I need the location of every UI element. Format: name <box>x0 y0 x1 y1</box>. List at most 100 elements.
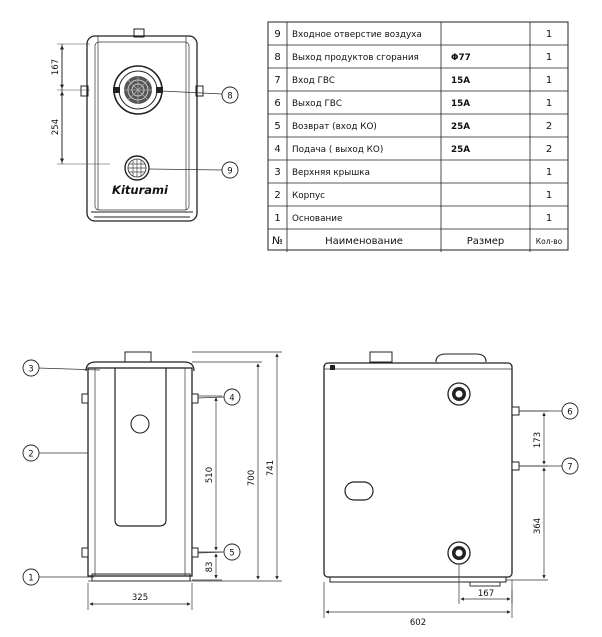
side-view-dimension-lines <box>323 410 548 618</box>
table-header-qty: Кол-во <box>536 237 563 246</box>
dim-364: 364 <box>533 518 543 534</box>
table-cell-num: 8 <box>274 52 280 63</box>
table-header-name: Наименование <box>325 236 403 247</box>
callout-1-circle <box>22 568 40 586</box>
leader-8 <box>161 90 223 95</box>
top-view-inner-panel <box>94 41 190 211</box>
side-view-handle-slot <box>344 481 374 501</box>
front-view-body <box>87 367 193 577</box>
table-cell-qty: 1 <box>546 52 552 63</box>
table-cell-qty: 1 <box>546 29 552 40</box>
top-view-side-lines <box>97 36 187 210</box>
top-view: Kiturami 167 254 8 9 <box>51 28 239 222</box>
dim-167-side: 167 <box>478 589 494 599</box>
brand-logo: Kiturami <box>112 183 169 197</box>
top-view-dimension-lines <box>57 43 110 165</box>
callout-6-label: 6 <box>567 408 572 418</box>
front-view: 3 2 1 4 5 325 510 83 700 741 <box>22 351 282 610</box>
table-cell-qty: 1 <box>546 75 552 86</box>
table-cell-name: Верхняя крышка <box>292 168 370 178</box>
leader-4 <box>197 396 225 399</box>
top-view-body-outline <box>86 35 198 222</box>
leader-3 <box>37 367 101 371</box>
side-view: 6 7 602 167 173 364 <box>323 351 579 628</box>
front-pipe-right-lower <box>191 547 199 558</box>
spec-table: 9 Входное отверстие воздуха 1 8 Выход продук… <box>267 21 569 252</box>
table-cell-size: 15A <box>451 76 470 86</box>
table-cell-qty: 2 <box>546 144 552 155</box>
leader-9 <box>148 168 223 171</box>
table-cell-name: Выход ГВС <box>292 99 342 109</box>
table-header-size: Размер <box>467 236 505 247</box>
table-cell-size: Φ77 <box>451 53 471 63</box>
table-cell-name: Выход продуктов сгорания <box>292 53 419 63</box>
table-cell-name: Подача ( выход КО) <box>292 145 383 155</box>
table-cell-name: Входное отверстие воздуха <box>292 30 422 40</box>
side-view-foot <box>469 581 501 587</box>
table-cell-name: Основание <box>292 214 342 224</box>
callout-7-label: 7 <box>567 463 572 473</box>
table-cell-num: 9 <box>274 29 280 40</box>
callout-2-circle <box>22 444 40 462</box>
top-view-stub <box>133 28 145 38</box>
callout-5-label: 5 <box>229 549 234 559</box>
callout-3-circle <box>22 359 40 377</box>
front-view-base <box>91 573 191 582</box>
top-view-pipe-right <box>195 85 204 97</box>
table-cell-name: Корпус <box>292 191 325 201</box>
dim-510: 510 <box>205 467 215 483</box>
front-view-dimension-lines <box>87 351 282 610</box>
dim-325: 325 <box>132 593 148 603</box>
table-cell-name: Возврат (вход КО) <box>292 122 377 132</box>
table-header-num: № <box>272 235 283 247</box>
front-view-top-cover <box>85 361 195 372</box>
side-view-air-cap <box>435 353 487 363</box>
front-view-edge-lines <box>94 368 186 576</box>
callout-9-label: 9 <box>227 167 232 177</box>
top-view-pipe-left <box>80 85 89 97</box>
side-pipe-dhw-out <box>511 406 520 416</box>
table-cell-qty: 1 <box>546 98 552 109</box>
callout-9-circle <box>221 161 239 179</box>
table-cell-num: 6 <box>274 98 280 109</box>
front-pipe-left-upper <box>81 393 89 404</box>
callout-3-label: 3 <box>28 365 33 375</box>
side-view-body <box>323 362 513 578</box>
callout-7-circle <box>561 457 579 475</box>
table-cell-size: 25A <box>451 145 470 155</box>
front-pipe-right-upper <box>191 393 199 404</box>
dim-173: 173 <box>533 432 543 448</box>
table-cell-num: 4 <box>274 144 280 155</box>
callout-1-label: 1 <box>28 574 33 584</box>
dim-254-top: 254 <box>51 119 61 135</box>
callout-2-label: 2 <box>28 450 33 460</box>
flue-outlet-icon <box>113 65 163 115</box>
dim-741: 741 <box>266 460 276 476</box>
side-lower-fitting-icon <box>447 541 471 565</box>
side-view-flue-stub <box>369 351 393 363</box>
table-cell-num: 5 <box>274 121 280 132</box>
dim-167-top: 167 <box>51 59 61 75</box>
callout-4-label: 4 <box>229 394 234 404</box>
callout-5-circle <box>223 543 241 561</box>
table-cell-qty: 1 <box>546 167 552 178</box>
front-view-panel <box>114 368 167 527</box>
side-view-base <box>329 576 507 583</box>
air-inlet-icon <box>124 155 150 181</box>
dim-602: 602 <box>410 618 426 628</box>
side-upper-fitting-icon <box>447 382 471 406</box>
dim-83: 83 <box>205 562 215 573</box>
table-cell-num: 3 <box>274 167 280 178</box>
table-cell-name: Вход ГВС <box>292 76 335 86</box>
dim-700: 700 <box>247 470 257 486</box>
front-view-flue-stub <box>124 351 152 363</box>
table-cell-qty: 1 <box>546 213 552 224</box>
front-pipe-left-lower <box>81 547 89 558</box>
table-cell-qty: 1 <box>546 190 552 201</box>
table-cell-num: 1 <box>274 213 280 224</box>
side-view-corner-mark <box>330 365 335 370</box>
table-cell-qty: 2 <box>546 121 552 132</box>
side-pipe-dhw-in <box>511 461 520 471</box>
table-cell-num: 2 <box>274 190 280 201</box>
